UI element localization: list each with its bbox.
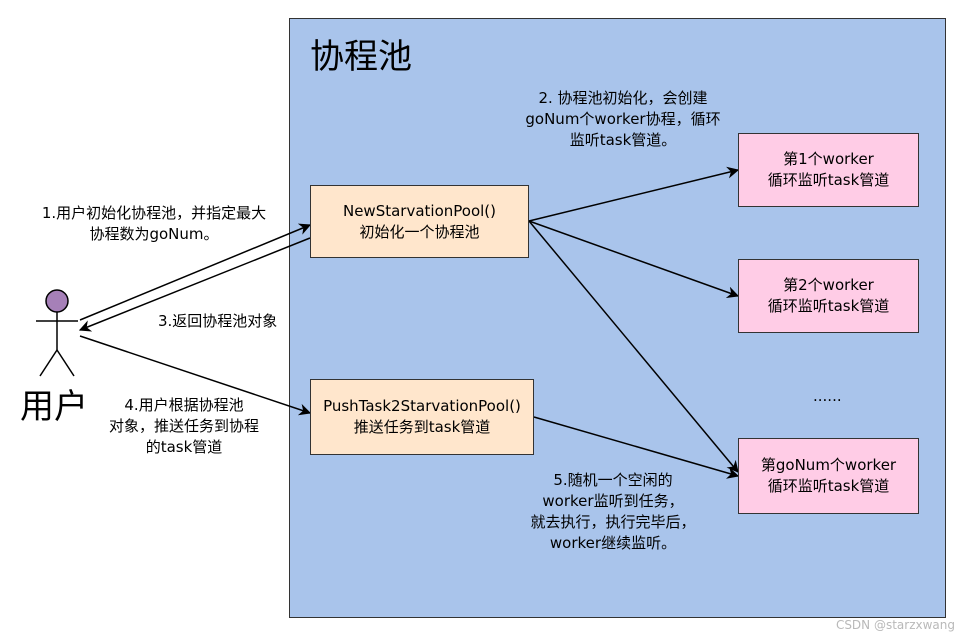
arrow-newpool-to-user — [78, 237, 311, 332]
step2-line3: 监听task管道。 — [569, 131, 677, 149]
step4-line2: 对象，推送任务到协程 — [108, 417, 259, 435]
arrow-newpool-to-workern — [528, 220, 739, 473]
step5-line4: worker继续监听。 — [549, 534, 677, 552]
worker1-box: 第1个worker 循环监听task管道 — [738, 133, 919, 207]
user-actor-figure — [36, 289, 78, 377]
watermark: CSDN @starzxwang — [835, 618, 955, 632]
worker-n-box-line1: 第goNum个worker — [760, 456, 897, 474]
worker1-box-line2: 循环监听task管道 — [767, 171, 890, 189]
step3-label: 3.返回协程池对象 — [158, 311, 277, 332]
worker2-box-line2: 循环监听task管道 — [767, 297, 890, 315]
worker-n-box: 第goNum个worker 循环监听task管道 — [738, 438, 919, 514]
arrow-newpool-to-worker2 — [528, 220, 740, 298]
step5-label: 5.随机一个空闲的 worker监听到任务， 就去执行，执行完毕后， worke… — [508, 470, 718, 554]
user-label: 用户 — [20, 387, 88, 427]
step4-label: 4.用户根据协程池 对象，推送任务到协程 的task管道 — [84, 395, 284, 458]
step3-line1: 3.返回协程池对象 — [158, 312, 278, 330]
step1-label: 1.用户初始化协程池，并指定最大 协程数为goNum。 — [18, 203, 290, 245]
push-task-box-line2: 推送任务到task管道 — [353, 418, 491, 436]
step5-line1: 5.随机一个空闲的 — [553, 471, 673, 489]
step5-line3: 就去执行，执行完毕后， — [530, 513, 696, 531]
worker2-box-line1: 第2个worker — [783, 276, 874, 294]
arrow-newpool-to-worker1 — [528, 166, 740, 222]
step4-line3: 的task管道 — [145, 438, 223, 456]
new-pool-box: NewStarvationPool() 初始化一个协程池 — [310, 185, 529, 258]
step2-line1: 2. 协程池初始化，会创建 — [538, 89, 708, 107]
worker-n-box-line2: 循环监听task管道 — [767, 477, 890, 495]
step2-label: 2. 协程池初始化，会创建 goNum个worker协程，循环 监听task管道… — [498, 88, 748, 151]
new-pool-box-line1: NewStarvationPool() — [342, 201, 497, 220]
arrow-user-to-pushtask — [79, 335, 312, 416]
worker-ellipsis: ...... — [813, 387, 842, 405]
worker2-box: 第2个worker 循环监听task管道 — [738, 259, 919, 333]
push-task-box: PushTask2StarvationPool() 推送任务到task管道 — [310, 379, 534, 455]
step5-line2: worker监听到任务， — [542, 492, 684, 510]
arrow-user-to-newpool — [79, 223, 312, 321]
step4-line1: 4.用户根据协程池 — [124, 396, 244, 414]
step2-line2: goNum个worker协程，循环 — [525, 110, 721, 128]
push-task-box-line1: PushTask2StarvationPool() — [323, 397, 521, 415]
user-head-icon — [45, 289, 69, 313]
worker1-box-line1: 第1个worker — [783, 150, 874, 168]
arrow-pushtask-to-workern — [533, 416, 740, 479]
pool-title: 协程池 — [310, 37, 412, 77]
new-pool-box-line2: 初始化一个协程池 — [359, 222, 480, 241]
step1-line1: 1.用户初始化协程池，并指定最大 — [41, 204, 267, 222]
step1-line2: 协程数为goNum。 — [89, 225, 219, 243]
